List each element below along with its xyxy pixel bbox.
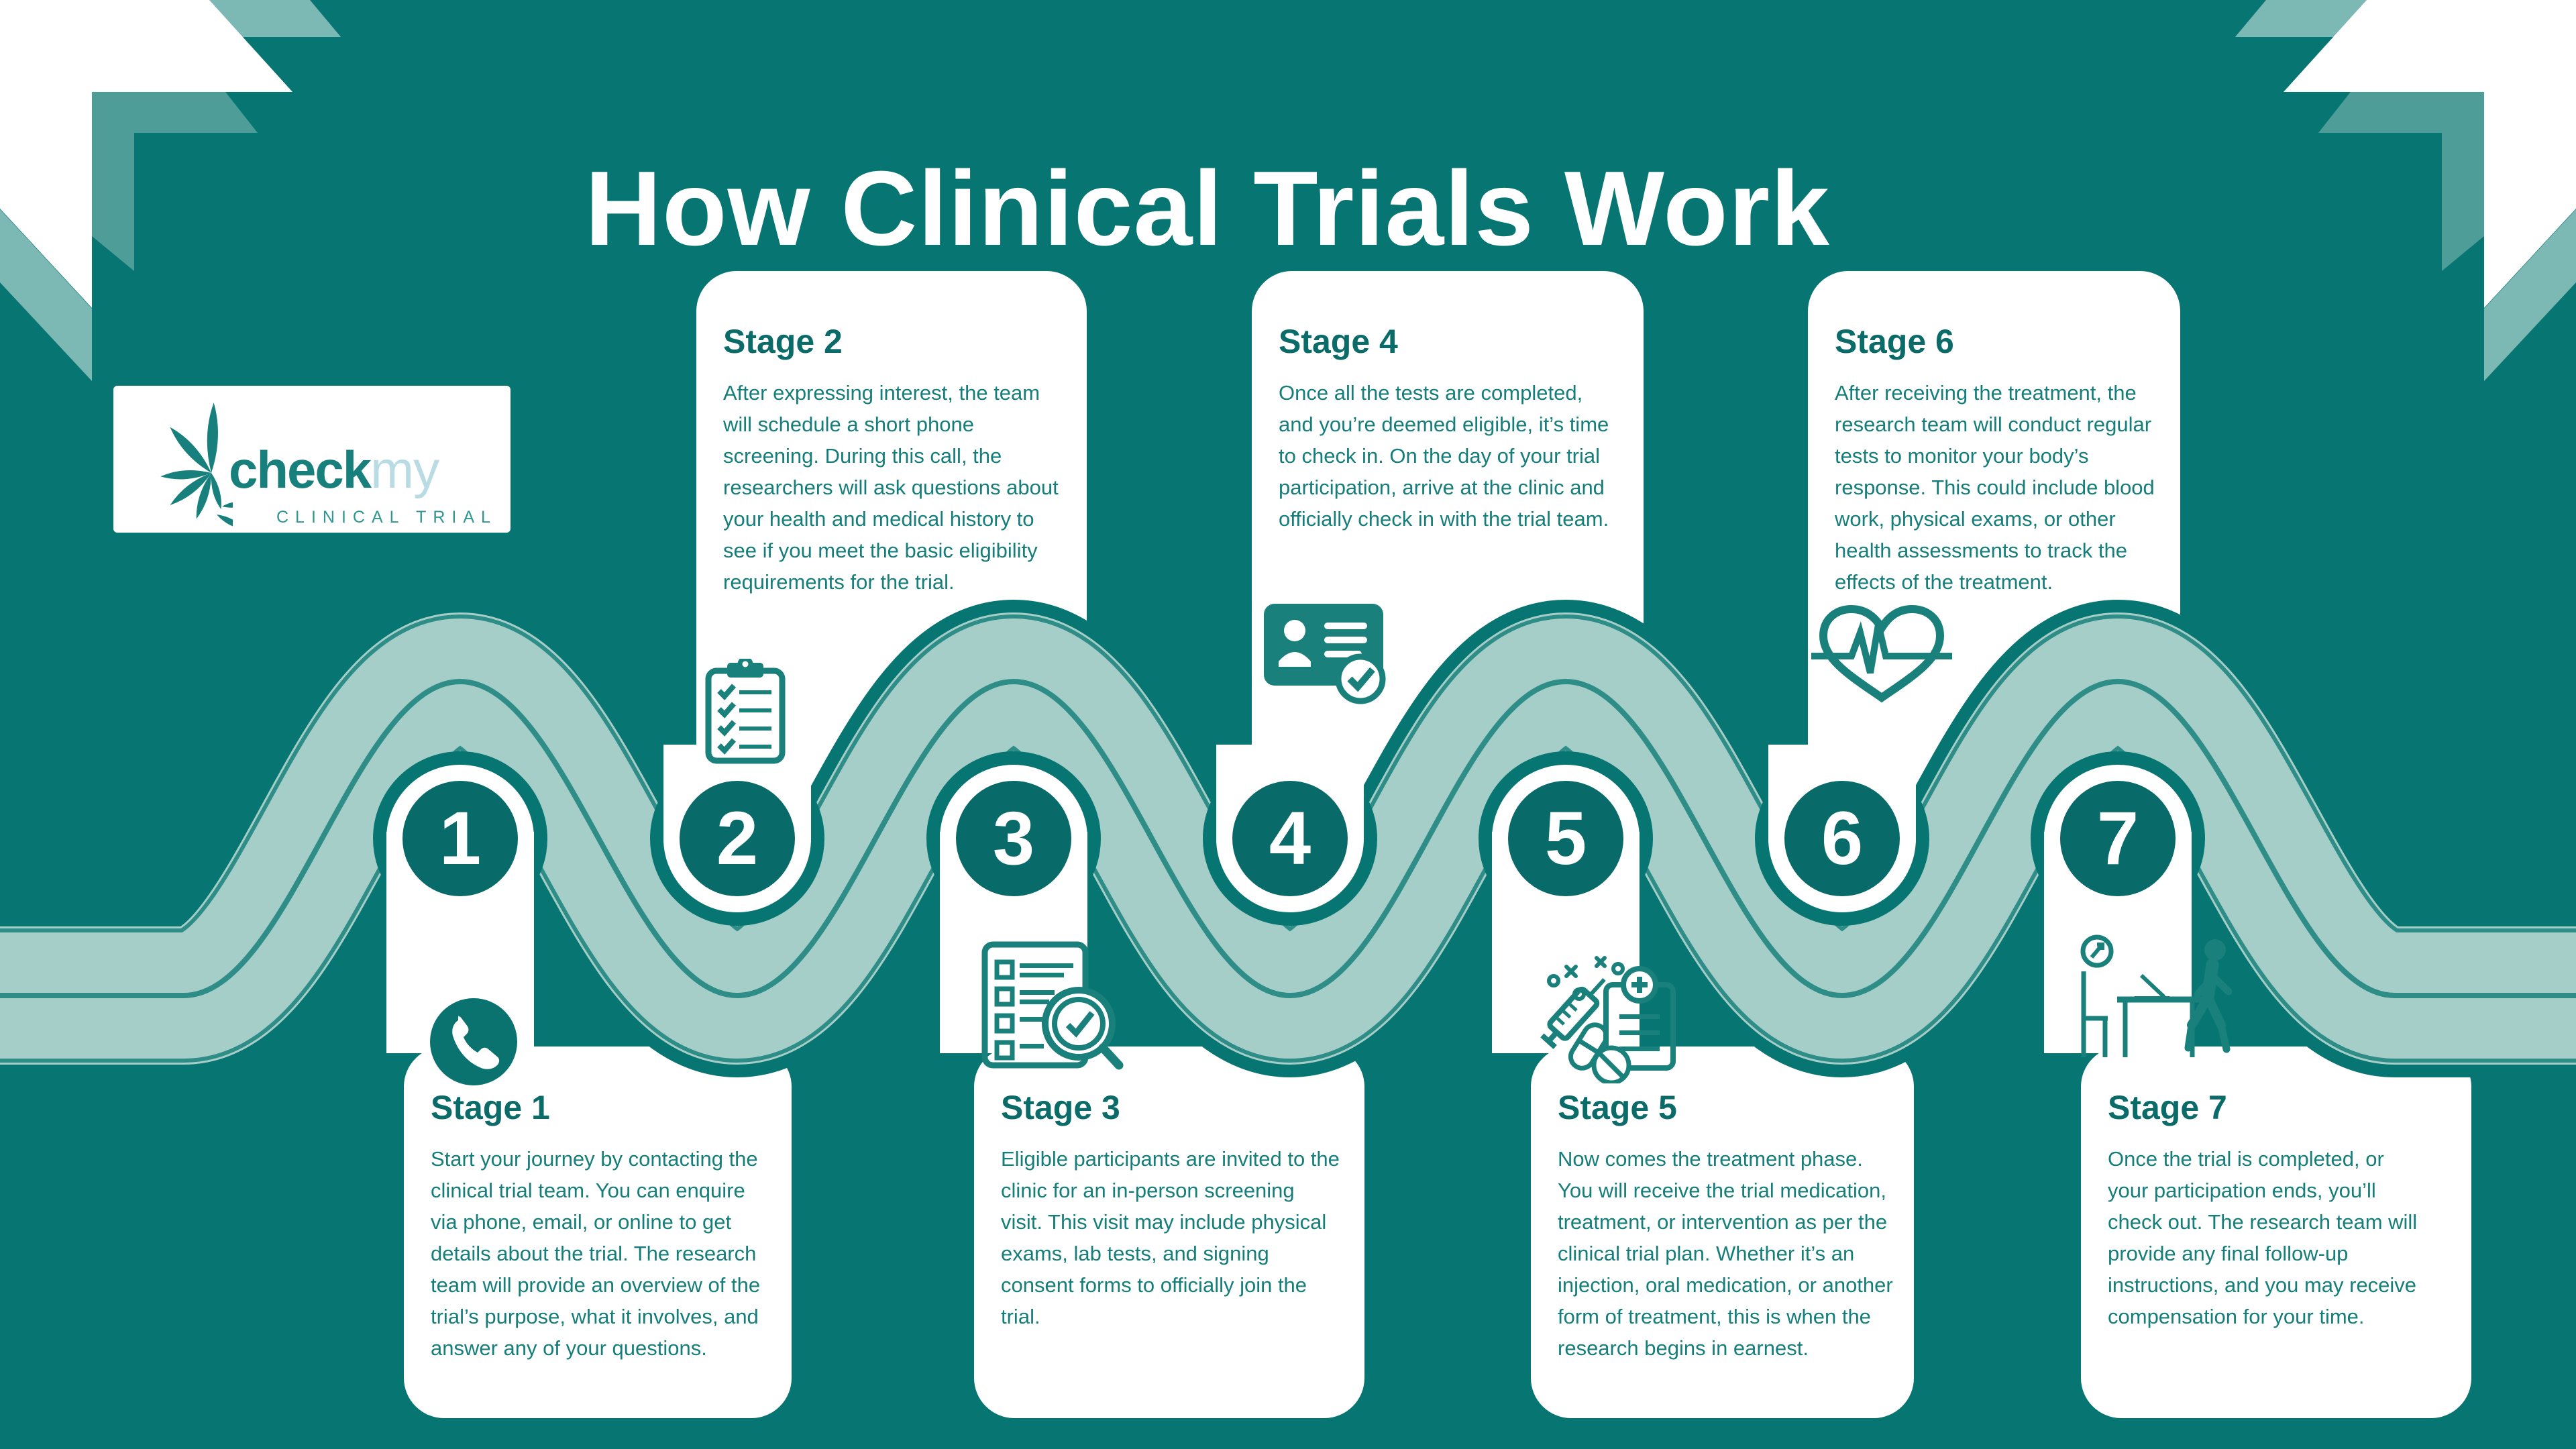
stage-4-body: Once all the tests are completed, and yo… [1279,381,1609,531]
stage-1-card: Stage 1 Start your journey by contacting… [431,1088,769,1364]
checklist-clipboard-icon [704,656,786,768]
stage-5-body: Now comes the treatment phase. You will … [1558,1147,1893,1360]
checkout-walking-icon [2077,932,2238,1063]
stage-5-title: Stage 5 [1558,1089,1677,1126]
stage-2-body: After expressing interest, the team will… [723,381,1059,594]
corner-decoration-top-left [0,0,341,381]
stage-7-body: Once the trial is completed, or your par… [2108,1147,2418,1328]
stage-6-number-circle: 6 [1784,781,1900,896]
checkmy-clinical-trial-logo: checkmy CLINICAL TRIAL [113,386,511,533]
stage-7-title: Stage 7 [2108,1089,2227,1126]
page-title: How Clinical Trials Work [584,149,1831,268]
stage-3-card: Stage 3 Eligible participants are invite… [1001,1088,1340,1332]
heart-ecg-icon [1811,602,1952,713]
corner-decoration-top-right [2235,0,2576,381]
logo-tagline: CLINICAL TRIAL [276,508,497,527]
stage-1-body: Start your journey by contacting the cli… [431,1147,761,1360]
stage-4-title: Stage 4 [1279,323,1398,360]
stage-2-card: Stage 2 After expressing interest, the t… [723,322,1062,598]
phone-icon [429,997,519,1090]
stage-3-title: Stage 3 [1001,1089,1120,1126]
stage-5-card: Stage 5 Now comes the treatment phase. Y… [1558,1088,1896,1364]
stage-6-title: Stage 6 [1835,323,1954,360]
stage-4-card: Stage 4 Once all the tests are completed… [1279,322,1617,535]
stage-5-number-circle: 5 [1508,781,1623,896]
stage-3-body: Eligible participants are invited to the… [1001,1147,1340,1328]
stage-4-number-circle: 4 [1232,781,1348,896]
stage-7-number-circle: 7 [2060,781,2176,896]
leaf-burst-icon [160,402,233,527]
stage-2-number-circle: 2 [680,781,795,896]
logo-word-my: my [370,440,439,499]
stage-1-title: Stage 1 [431,1089,550,1126]
stage-7-card: Stage 7 Once the trial is completed, or … [2108,1088,2430,1332]
screening-documents-icon [979,939,1126,1077]
id-badge-check-icon [1263,596,1387,710]
treatment-medication-icon [1531,953,1684,1087]
logo-wordmark: checkmy [229,443,439,496]
stage-6-body: After receiving the treatment, the resea… [1835,381,2155,594]
stage-2-title: Stage 2 [723,323,843,360]
stage-6-card: Stage 6 After receiving the treatment, t… [1835,322,2174,598]
logo-word-check: check [229,440,372,499]
serpentine-band [0,599,2576,1078]
stage-3-number-circle: 3 [956,781,1071,896]
stage-1-number-circle: 1 [402,781,518,896]
